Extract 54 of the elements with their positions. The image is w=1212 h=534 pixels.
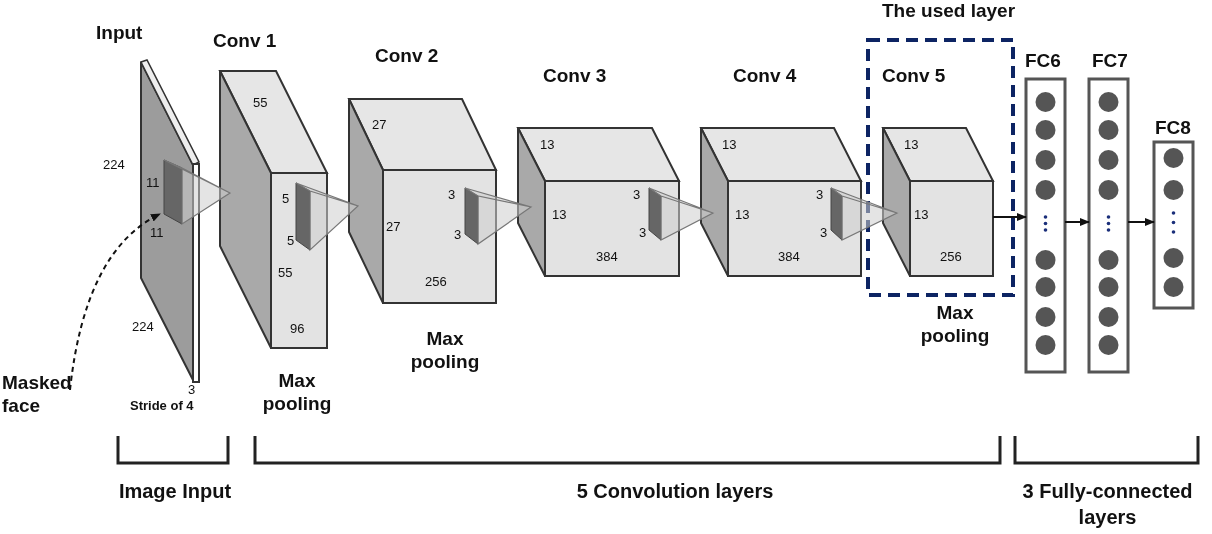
section-label: 3 Fully-connected layers [1021,479,1194,530]
dimension-label: 256 [940,250,962,265]
dimension-label: 3 [820,226,828,241]
dimension-label: 13 [540,138,555,153]
layer-title: Conv 3 [543,65,607,87]
layer-title: FC8 [1155,117,1191,139]
arrow [1064,218,1090,226]
arrow [1127,218,1155,226]
layer-title: Conv 4 [733,65,797,87]
section-label: 5 Convolution layers [575,479,775,504]
dimension-label: 13 [735,208,750,223]
arrow [992,213,1027,221]
dimension-label: 55 [253,96,268,111]
dimension-label: 3 [639,226,647,241]
dimension-label: 3 [188,383,196,398]
dimension-label: 13 [904,138,919,153]
dimension-label: 3 [454,228,462,243]
kernel-projection [830,187,899,241]
dimension-label: 13 [552,208,567,223]
arrow [69,213,161,391]
kernel-projection [464,187,533,246]
layer-title: Input [96,22,143,44]
dimension-label: 3 [448,188,456,203]
section-label: Image Input [117,479,233,504]
dimension-label: 5 [287,234,295,249]
dimension-label: 384 [778,250,800,265]
layer-title: The used layer [882,0,1016,22]
dimension-label: 13 [722,138,737,153]
dimension-label: 224 [103,158,125,173]
kernel-projection [163,159,232,226]
dimension-label: 27 [386,220,401,235]
dimension-label: 11 [150,226,164,241]
kernel-projection [295,182,360,252]
layer-caption: Max pooling [261,370,333,416]
layer-title: FC7 [1092,50,1128,72]
layer-caption: Stride of 4 [130,398,194,414]
dimension-label: 27 [372,118,387,133]
dimension-label: 11 [146,176,160,191]
dimension-label: 13 [914,208,929,223]
dimension-label: 3 [816,188,824,203]
layer-title: Conv 5 [882,65,946,87]
dimension-label: 3 [633,188,641,203]
layer-caption: Max pooling [409,328,481,374]
layer-caption: Max pooling [919,302,991,348]
kernel-projection [648,187,715,241]
dimension-label: 55 [278,266,293,281]
dimension-label: 96 [290,322,305,337]
dimension-label: 384 [596,250,618,265]
layer-title: Conv 2 [375,45,439,67]
layer-title: FC6 [1025,50,1061,72]
layer-title: Conv 1 [213,30,277,52]
dimension-label: 224 [132,320,154,335]
dimension-label: 256 [425,275,447,290]
dimension-label: 5 [282,192,290,207]
